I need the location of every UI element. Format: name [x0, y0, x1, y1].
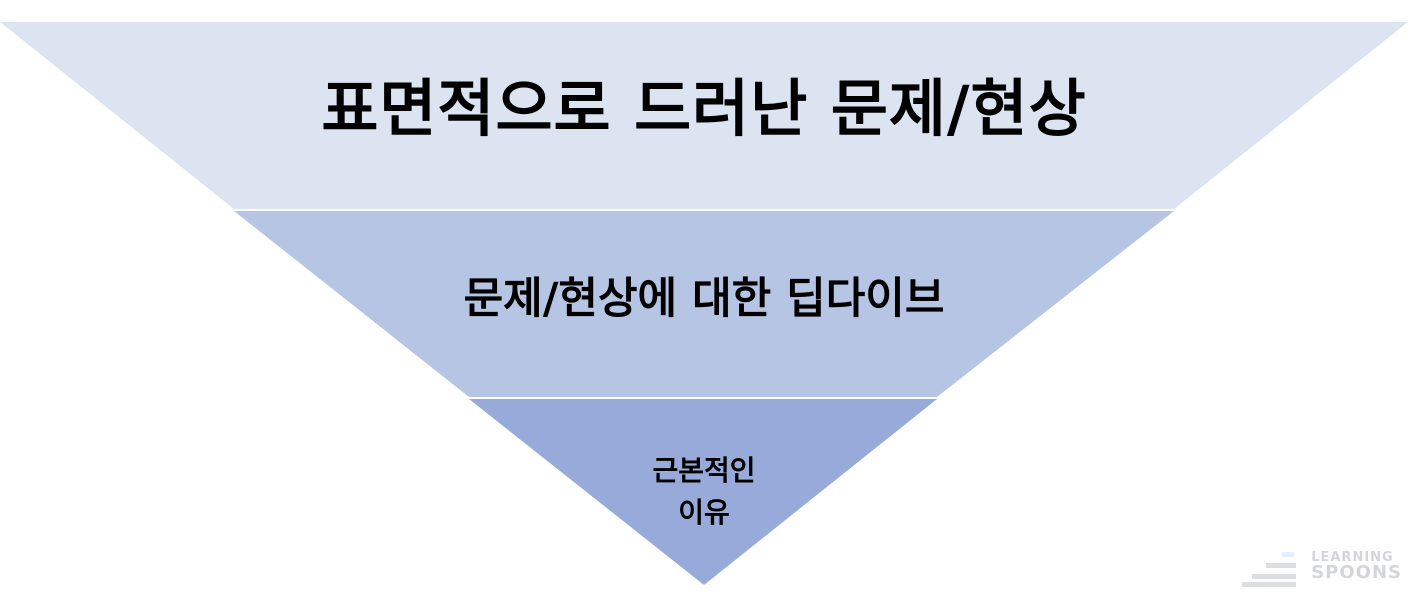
- surface-problem-label: 표면적으로 드러난 문제/현상: [321, 72, 1087, 145]
- funnel-layer-deep-dive: [234, 211, 1174, 397]
- root-cause-label-line-1: 근본적인: [652, 454, 756, 487]
- learning-spoons-logo: LEARNING SPOONS: [1242, 548, 1402, 588]
- logo-bars-icon: [1242, 552, 1296, 587]
- logo-text-spoons: SPOONS: [1311, 562, 1402, 583]
- funnel-layer-root-cause: [469, 399, 937, 585]
- deep-dive-label: 문제/현상에 대한 딥다이브: [463, 274, 945, 324]
- funnel-layer-surface: [0, 22, 1408, 209]
- logo-text: LEARNING SPOONS: [1311, 550, 1402, 583]
- logo-text-learning: LEARNING: [1311, 550, 1394, 565]
- root-cause-label-line-2: 이유: [678, 496, 730, 529]
- root-cause-label: 근본적인 이유: [594, 450, 814, 534]
